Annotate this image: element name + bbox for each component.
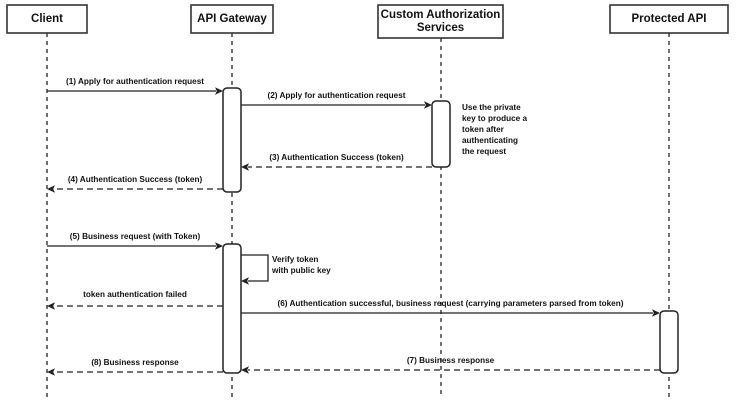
self-message-label-self-verify-token: Verify token (272, 255, 318, 264)
activation-bar-gw-act-1 (222, 87, 242, 193)
activation-bar-auth-act-1 (431, 100, 451, 168)
activations-layer (222, 87, 679, 374)
message-msg-5[interactable]: (5) Business request (with Token) (47, 232, 223, 250)
participant-box-protected-api[interactable] (609, 4, 729, 34)
participant-label-client: Client (31, 13, 63, 25)
messages-layer: (1) Apply for authentication request (2) … (47, 77, 660, 376)
arrowhead (424, 101, 432, 109)
self-message-path-self-verify-token (241, 254, 269, 282)
message-label-msg-6: (6) Authentication successful, business … (278, 299, 624, 308)
participant-label-custom-authorization-services: Services (417, 22, 464, 34)
message-msg-4[interactable]: (4) Authentication Success (token) (47, 175, 223, 193)
message-label-msg-token-failed: token authentication failed (83, 290, 187, 299)
arrowhead (652, 309, 660, 317)
participant-api-gateway[interactable]: API Gateway (190, 4, 274, 34)
arrowhead (241, 277, 249, 285)
arrowhead (47, 302, 55, 310)
participant-label-protected-api: Protected API (632, 13, 707, 25)
message-msg-1[interactable]: (1) Apply for authentication request (47, 77, 223, 95)
participants-layer: Client API Gateway Custom AuthorizationSer… (6, 4, 729, 39)
self-message-label-self-verify-token: with public key (271, 266, 331, 275)
activation-bar-papi-act-1 (659, 310, 679, 374)
note-line: key to produce a (462, 114, 528, 123)
arrowhead (241, 366, 249, 374)
lifelines-layer (46, 33, 670, 398)
message-label-msg-8: (8) Business response (91, 358, 179, 367)
participant-box-api-gateway[interactable] (190, 4, 274, 34)
message-label-msg-7: (7) Business response (407, 356, 495, 365)
message-msg-2[interactable]: (2) Apply for authentication request (241, 91, 432, 109)
message-label-msg-5: (5) Business request (with Token) (70, 232, 201, 241)
message-msg-7[interactable]: (7) Business response (241, 356, 660, 374)
participant-box-client[interactable] (6, 4, 88, 34)
activation-bar-gw-act-2 (222, 243, 242, 374)
participant-client[interactable]: Client (6, 4, 88, 34)
arrowhead (215, 87, 223, 95)
notes-layer: Use the private key to produce a token aft… (462, 103, 528, 156)
message-label-msg-3: (3) Authentication Success (token) (269, 153, 404, 162)
note-line: the request (462, 147, 506, 156)
participant-box-custom-authorization-services[interactable] (377, 4, 504, 39)
note-note-private-key: Use the private key to produce a token aft… (462, 103, 528, 156)
message-msg-token-failed[interactable]: token authentication failed (47, 290, 223, 310)
arrowhead (241, 163, 249, 171)
note-line: authenticating (462, 136, 518, 145)
message-label-msg-1: (1) Apply for authentication request (66, 77, 204, 86)
arrowhead (215, 242, 223, 250)
arrowhead (47, 368, 55, 376)
arrowhead (47, 185, 55, 193)
message-label-msg-4: (4) Authentication Success (token) (68, 175, 203, 184)
message-label-msg-2: (2) Apply for authentication request (268, 91, 406, 100)
note-line: token after (462, 125, 505, 134)
message-msg-3[interactable]: (3) Authentication Success (token) (241, 153, 432, 171)
message-msg-8[interactable]: (8) Business response (47, 358, 223, 376)
note-line: Use the private (462, 103, 521, 112)
message-msg-6[interactable]: (6) Authentication successful, business … (241, 299, 660, 317)
participant-label-api-gateway: API Gateway (197, 13, 267, 25)
self-message-self-verify-token[interactable]: Verify token with public key (241, 254, 331, 285)
participant-protected-api[interactable]: Protected API (609, 4, 729, 34)
participant-label-custom-authorization-services: Custom Authorization (381, 9, 501, 21)
